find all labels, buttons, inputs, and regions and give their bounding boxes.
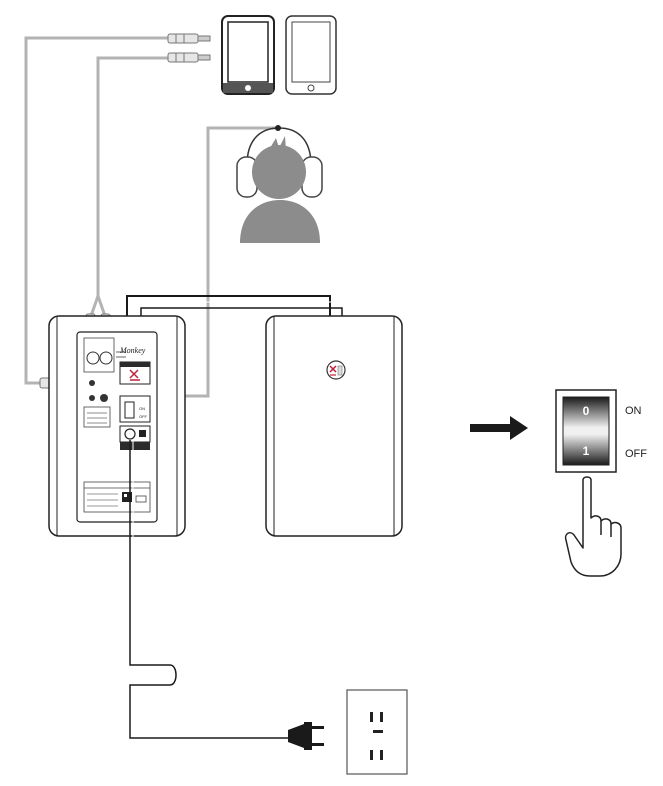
right-speaker-rear (265, 315, 403, 537)
tablet-light-icon (285, 15, 337, 95)
power-plug-icon (288, 722, 324, 750)
rca-cable-left (24, 36, 170, 385)
switch-on-label: ON (625, 405, 642, 417)
power-cable (129, 440, 288, 739)
wall-outlet-icon (346, 689, 408, 775)
rear-switch-off: OFF (139, 414, 148, 419)
rca-plug-top (167, 33, 211, 44)
rocker-mark-top: 0 (583, 404, 590, 418)
rear-panel-brand: Monkey (119, 346, 146, 355)
rca-plug-bottom (167, 52, 211, 63)
rear-switch-on: ON (139, 406, 145, 411)
left-speaker-rear: Monkey ON OFF (48, 315, 186, 537)
rocker-mark-bottom: 1 (583, 444, 590, 458)
tablet-dark-icon (221, 15, 275, 95)
person-headphones-icon (236, 125, 323, 243)
pointing-hand-icon (564, 476, 622, 577)
rca-cable-right (89, 56, 170, 317)
rocker-switch: 0 1 (555, 389, 617, 473)
right-arrow-icon (470, 416, 528, 440)
switch-off-label: OFF (625, 448, 647, 460)
